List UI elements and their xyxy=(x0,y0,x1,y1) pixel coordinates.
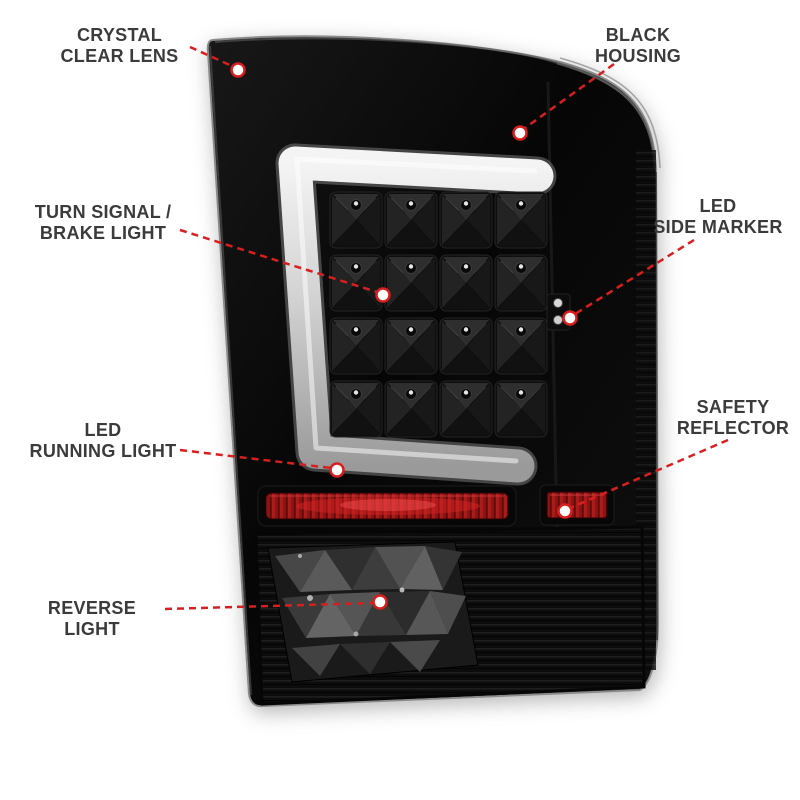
callout-label-led-side-marker: LED SIDE MARKER xyxy=(653,196,783,238)
tail-light-housing xyxy=(206,35,661,708)
callout-label-turn-signal-brake-light: TURN SIGNAL / BRAKE LIGHT xyxy=(34,202,172,244)
callout-point-led-side-marker xyxy=(562,310,578,326)
led-cell xyxy=(494,380,548,438)
callout-point-led-running-light xyxy=(329,462,345,478)
reverse-light-section xyxy=(254,525,646,706)
led-cell xyxy=(439,254,493,312)
callout-points xyxy=(230,62,578,610)
callout-line-crystal-clear-lens xyxy=(189,45,233,68)
left-edge-highlight xyxy=(209,45,252,696)
callout-line-reverse-light xyxy=(164,601,375,611)
callout-point-reverse-light xyxy=(372,594,388,610)
callout-line-turn-signal xyxy=(179,228,378,294)
callout-line-black-housing xyxy=(524,62,615,130)
callout-point-turn-signal xyxy=(375,287,391,303)
led-cell xyxy=(329,317,383,375)
callout-lines xyxy=(164,45,729,611)
topright-inner-highlight xyxy=(556,61,657,169)
led-cell xyxy=(494,191,548,249)
top-edge-highlight xyxy=(214,37,558,64)
callout-line-led-running-light xyxy=(179,448,332,470)
led-light-bar xyxy=(275,143,557,486)
safety-reflector xyxy=(539,484,615,526)
callout-point-crystal-clear-lens xyxy=(230,62,246,78)
right-edge-highlight xyxy=(655,171,658,641)
led-cell xyxy=(384,317,438,375)
led-cell xyxy=(494,317,548,375)
callout-label-black-housing: BLACK HOUSING xyxy=(594,25,682,67)
callout-label-reverse-light: REVERSE LIGHT xyxy=(47,598,137,640)
led-cell xyxy=(439,380,493,438)
chrome-edge-highlight xyxy=(559,57,661,169)
callout-line-safety-reflector xyxy=(569,438,729,510)
led-cell xyxy=(384,254,438,312)
callout-point-safety-reflector xyxy=(557,503,573,519)
brake-reflector-strip xyxy=(257,485,517,527)
led-cell xyxy=(384,380,438,438)
led-cell xyxy=(439,191,493,249)
led-cell xyxy=(329,191,383,249)
led-cell xyxy=(494,254,548,312)
led-cell xyxy=(329,380,383,438)
callout-label-safety-reflector: SAFETY REFLECTOR xyxy=(676,397,790,439)
callout-point-black-housing xyxy=(512,125,528,141)
callout-label-crystal-clear-lens: CRYSTAL CLEAR LENS xyxy=(60,25,179,67)
led-cell xyxy=(329,254,383,312)
led-cell xyxy=(439,317,493,375)
led-cell xyxy=(384,191,438,249)
callout-label-led-running-light: LED RUNNING LIGHT xyxy=(29,420,177,462)
